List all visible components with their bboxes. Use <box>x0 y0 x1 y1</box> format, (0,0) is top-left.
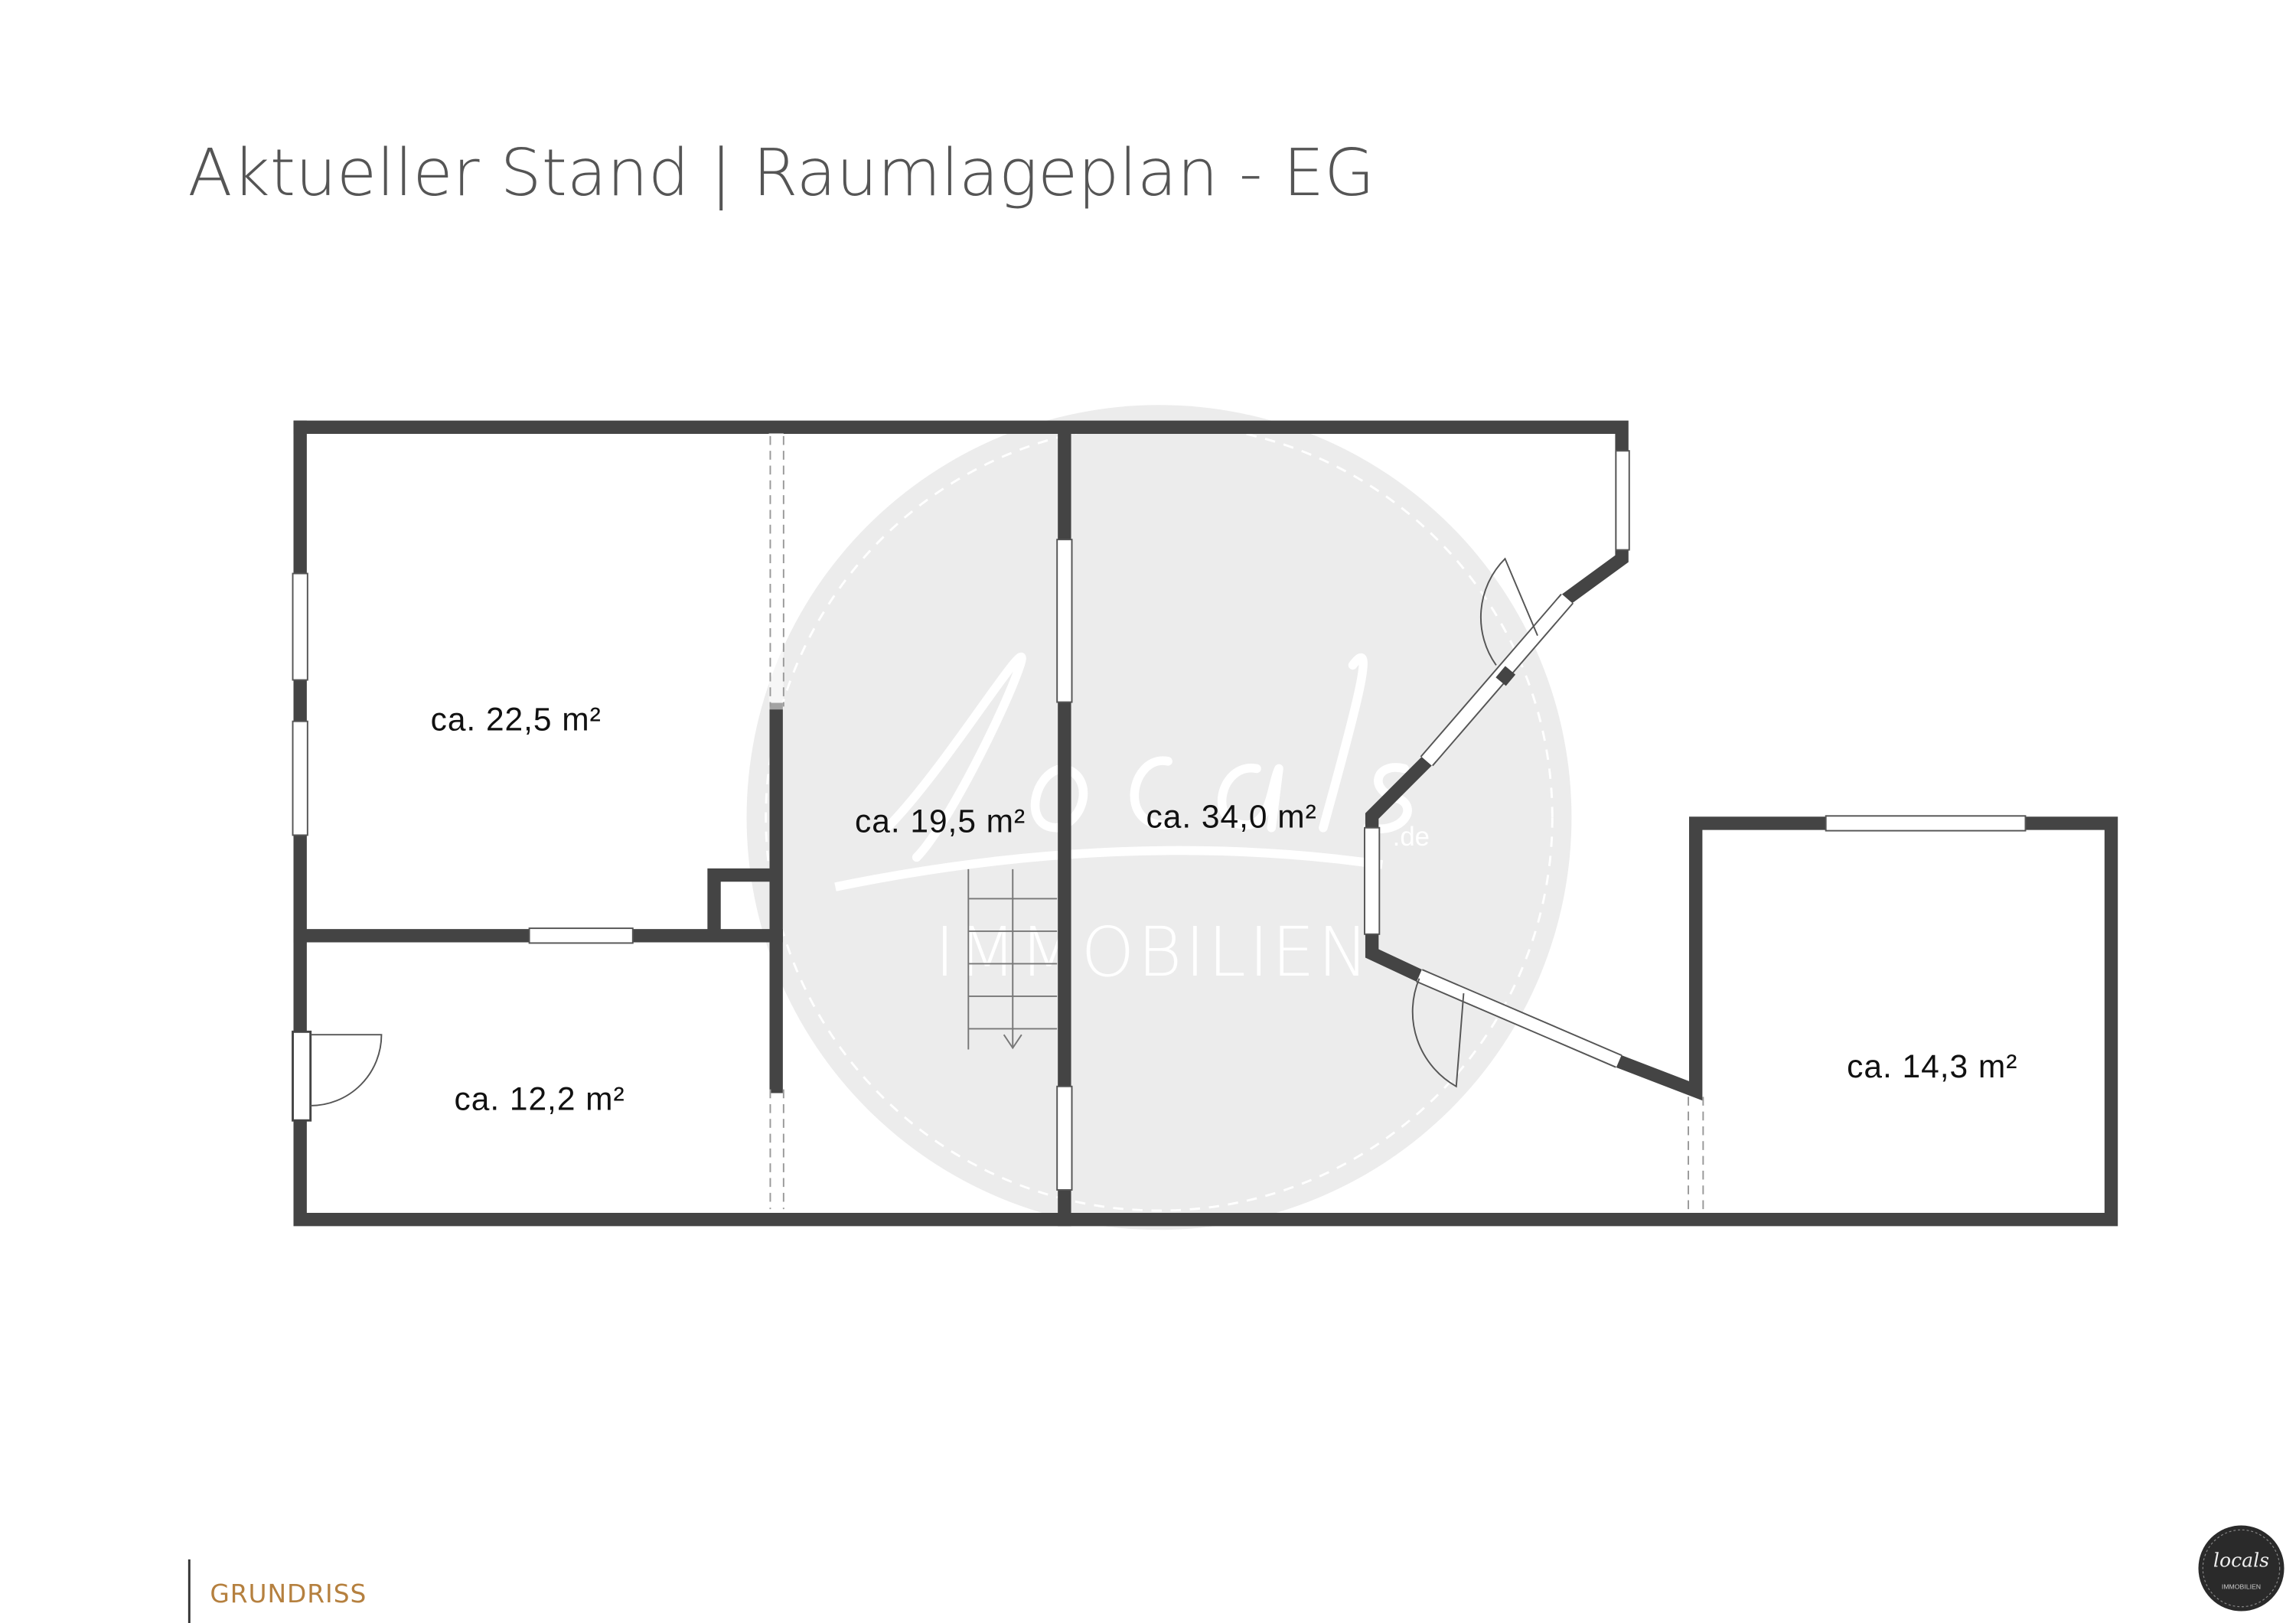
window <box>1615 450 1630 551</box>
window <box>528 927 634 944</box>
window <box>292 720 308 836</box>
footer-section-label: GRUNDRISS <box>210 1579 367 1608</box>
watermark-suffix: .de <box>1393 823 1430 852</box>
room-area-label: ca. 34,0 m² <box>1146 800 1317 836</box>
watermark: .de IMMOBILIEN <box>746 405 1572 1230</box>
room-area-label: ca. 12,2 m² <box>455 1082 625 1118</box>
staircase <box>967 869 1058 1050</box>
door <box>292 1030 383 1122</box>
window <box>1056 539 1073 703</box>
brand-logo: locals IMMOBILIEN <box>2198 1525 2285 1612</box>
page-title: Aktueller Stand | Raumlageplan - EG <box>188 135 1375 211</box>
window <box>292 572 308 681</box>
watermark-subtitle: IMMOBILIEN <box>934 913 1371 992</box>
window <box>1825 815 2027 832</box>
room-area-label: ca. 19,5 m² <box>855 804 1026 840</box>
logo-brand: locals <box>2213 1550 2269 1572</box>
window <box>1364 826 1381 935</box>
floorplan: ca. 22,5 m² ca. 19,5 m² ca. 34,0 m² ca. … <box>292 420 2118 1227</box>
room-area-label: ca. 22,5 m² <box>431 702 602 738</box>
door-swing <box>1479 557 1538 666</box>
window <box>1056 1085 1073 1191</box>
logo-subtitle: IMMOBILIEN <box>2222 1583 2261 1591</box>
door-swing <box>1411 978 1465 1088</box>
room-area-label: ca. 14,3 m² <box>1847 1049 2017 1085</box>
